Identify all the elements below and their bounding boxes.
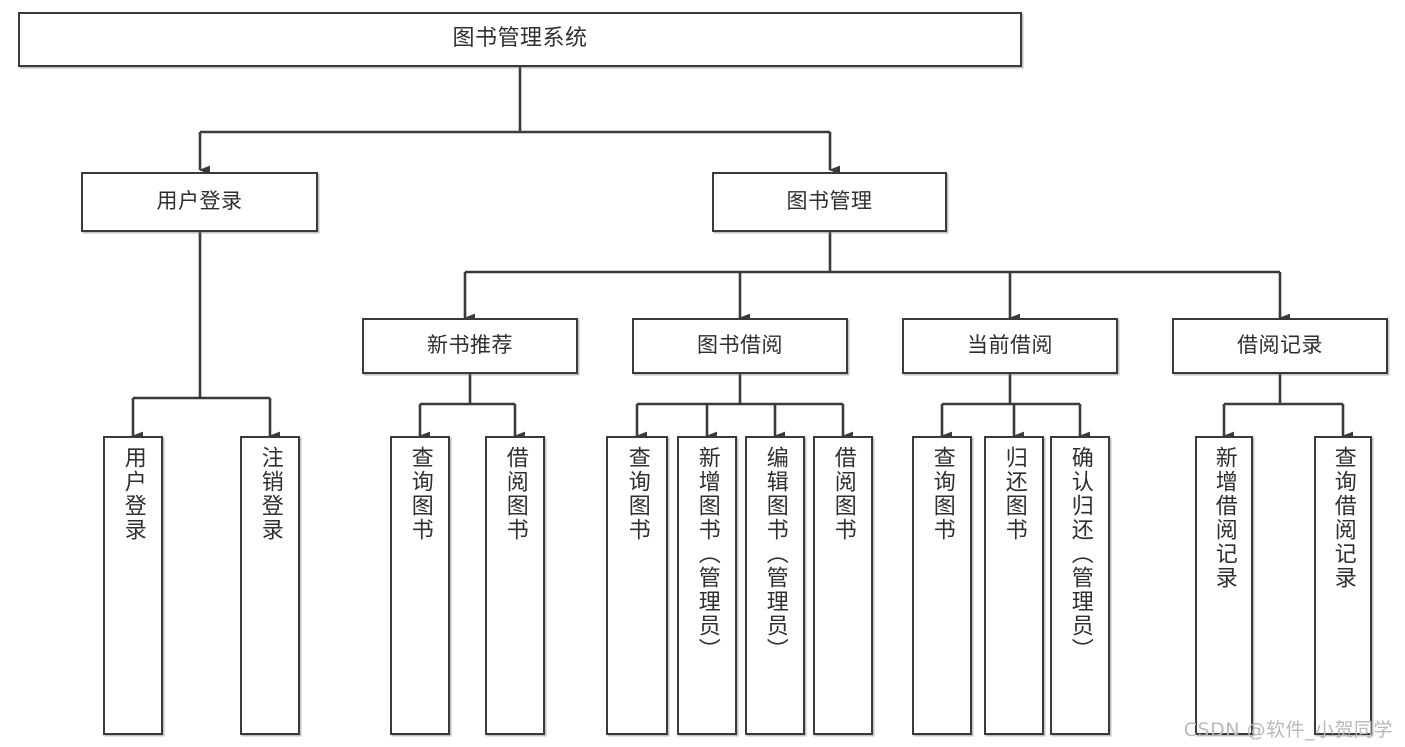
node-label: 新增图书（管理员） bbox=[694, 446, 720, 662]
node-label: 编辑图书（管理员） bbox=[762, 446, 788, 662]
node-label: 用户登录 bbox=[156, 189, 243, 214]
node-label: 归还图书 bbox=[1001, 446, 1027, 542]
node-label: 借阅图书 bbox=[502, 446, 528, 542]
node-label: 新增借阅记录 bbox=[1211, 446, 1237, 590]
leaf-query-book-current[interactable]: 查询图书 bbox=[912, 436, 972, 735]
node-label: 查询借阅记录 bbox=[1330, 446, 1356, 590]
node-label: 借阅记录 bbox=[1237, 333, 1323, 358]
node-label: 用户登录 bbox=[120, 446, 146, 542]
node-label: 新书推荐 bbox=[427, 333, 513, 358]
node-book-borrow[interactable]: 图书借阅 bbox=[632, 318, 848, 374]
leaf-confirm-return[interactable]: 确认归还（管理员） bbox=[1050, 436, 1110, 735]
node-current-borrow[interactable]: 当前借阅 bbox=[902, 318, 1118, 374]
leaf-add-book[interactable]: 新增图书（管理员） bbox=[677, 436, 737, 735]
node-borrow-record[interactable]: 借阅记录 bbox=[1172, 318, 1388, 374]
node-label: 图书管理系统 bbox=[452, 26, 588, 52]
leaf-edit-book[interactable]: 编辑图书（管理员） bbox=[745, 436, 805, 735]
node-label: 查询图书 bbox=[407, 446, 433, 542]
node-label: 注销登录 bbox=[257, 446, 283, 542]
leaf-borrow-book-recommend[interactable]: 借阅图书 bbox=[485, 436, 545, 735]
node-label: 借阅图书 bbox=[830, 446, 856, 542]
node-label: 查询图书 bbox=[624, 446, 650, 542]
leaf-user-login[interactable]: 用户登录 bbox=[103, 436, 163, 735]
leaf-add-borrow-record[interactable]: 新增借阅记录 bbox=[1195, 436, 1253, 735]
leaf-query-borrow-record[interactable]: 查询借阅记录 bbox=[1314, 436, 1372, 735]
leaf-query-book-borrow[interactable]: 查询图书 bbox=[606, 436, 668, 735]
leaf-query-book-recommend[interactable]: 查询图书 bbox=[390, 436, 450, 735]
node-label: 当前借阅 bbox=[967, 333, 1053, 358]
node-root-system[interactable]: 图书管理系统 bbox=[18, 12, 1022, 67]
leaf-logout-login[interactable]: 注销登录 bbox=[240, 436, 300, 735]
node-label: 图书管理 bbox=[786, 189, 873, 214]
node-new-book-recommend[interactable]: 新书推荐 bbox=[362, 318, 578, 374]
node-label: 查询图书 bbox=[929, 446, 955, 542]
node-label: 确认归还（管理员） bbox=[1067, 446, 1093, 662]
node-user-login[interactable]: 用户登录 bbox=[81, 172, 318, 232]
watermark: CSDN @软件_小贺同学 bbox=[1183, 719, 1393, 741]
node-label: 图书借阅 bbox=[697, 333, 783, 358]
leaf-return-book[interactable]: 归还图书 bbox=[984, 436, 1044, 735]
leaf-borrow-book[interactable]: 借阅图书 bbox=[813, 436, 873, 735]
node-book-manage[interactable]: 图书管理 bbox=[712, 172, 947, 232]
